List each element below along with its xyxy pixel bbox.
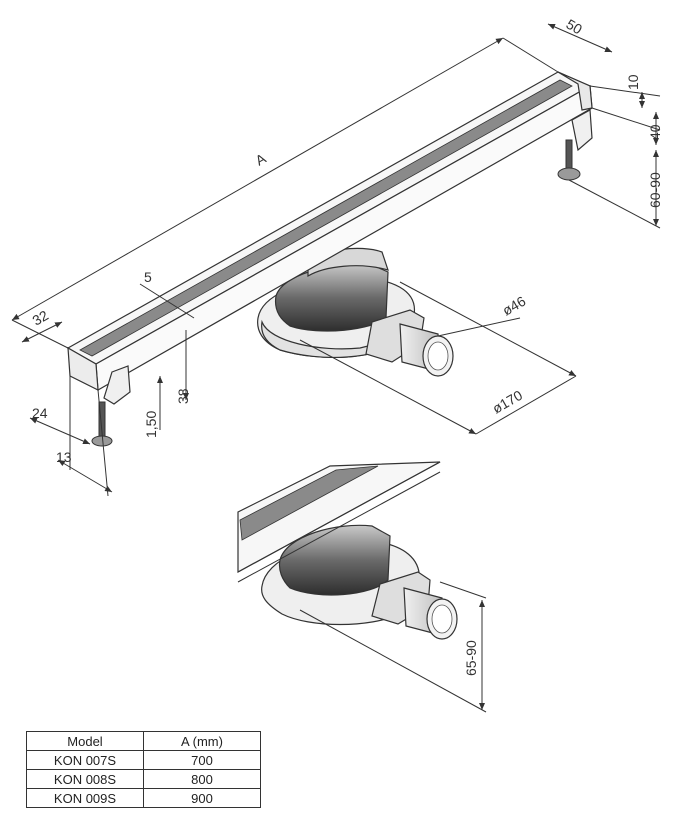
detail-siphon-body	[278, 524, 391, 596]
dim-13-label: 13	[56, 449, 72, 465]
foot-bracket-left	[103, 365, 131, 405]
dim-50-label: 50	[564, 16, 586, 38]
drain-assembly-detail	[237, 461, 487, 713]
cell-model: KON 007S	[26, 750, 144, 770]
dim-5-label: 5	[144, 269, 152, 285]
table-header-row: Model A (mm)	[26, 731, 261, 751]
table-row: KON 009S 900	[26, 788, 261, 808]
dim-65-90-label: 65-90	[463, 640, 479, 676]
dim-40-label: 40	[647, 124, 663, 140]
dim-10-label: 10	[625, 74, 641, 90]
cell-length: 700	[143, 750, 261, 770]
dim-60-90-label: 60-90	[647, 172, 663, 208]
dim-46-label: ø46	[500, 293, 529, 319]
model-table: Model A (mm) KON 007S 700 KON 008S 800 K…	[26, 731, 261, 808]
dim-170-label: ø170	[490, 387, 526, 417]
detail-outlet-bore	[431, 604, 453, 634]
channel-end-right	[557, 71, 593, 111]
header-a-mm: A (mm)	[143, 731, 261, 751]
cell-length: 900	[143, 788, 261, 808]
foot-pad-right	[557, 167, 581, 181]
outlet-pipe-bore	[427, 341, 449, 371]
header-model: Model	[26, 731, 144, 751]
dim-1-50-label: 1,50	[143, 411, 159, 438]
cell-model: KON 009S	[26, 788, 144, 808]
foot-screw-right	[565, 139, 573, 171]
cell-length: 800	[143, 769, 261, 789]
dim-38-label: 38	[175, 388, 191, 404]
cell-model: KON 008S	[26, 769, 144, 789]
table-row: KON 007S 700	[26, 750, 261, 770]
table-row: KON 008S 800	[26, 769, 261, 789]
drain-assembly-main	[11, 23, 661, 497]
dim-32-label: 32	[30, 307, 52, 329]
dim-24-label: 24	[32, 405, 48, 421]
foot-bracket-right	[571, 109, 593, 152]
dim-a-label: A	[253, 150, 270, 169]
detail-channel-slot	[239, 465, 379, 541]
